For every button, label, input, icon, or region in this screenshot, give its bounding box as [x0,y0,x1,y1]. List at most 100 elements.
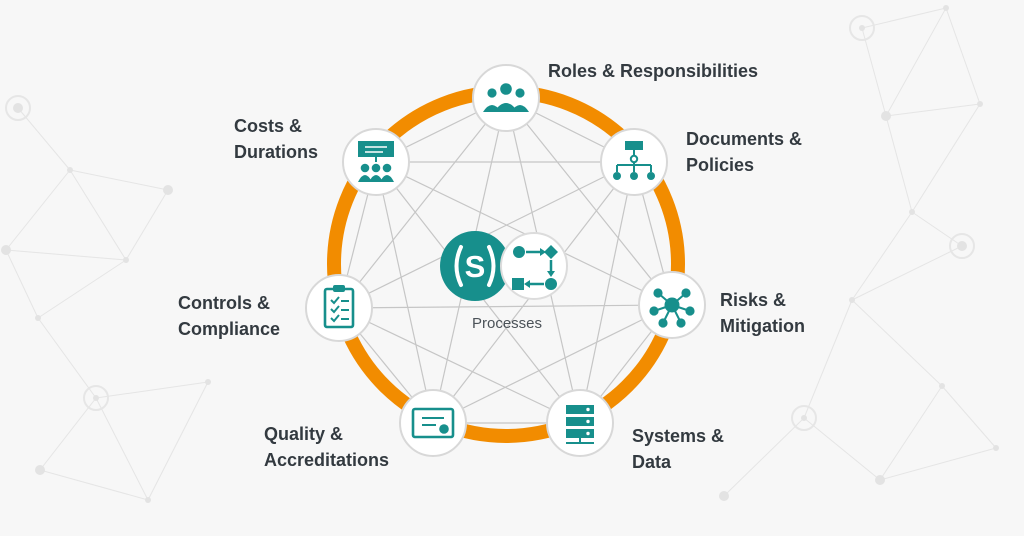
background-node [35,315,41,321]
background-link [885,115,913,213]
background-ring [949,233,975,259]
background-node [943,5,949,11]
background-node [977,101,983,107]
audience-body [369,175,383,182]
label-costs: Costs & Durations [234,113,318,165]
person-body [511,105,529,112]
label-controls: Controls & Compliance [178,290,280,342]
node-documents [600,128,668,196]
node-circle [305,274,373,342]
label-quality: Quality & Accreditations [264,421,389,473]
person-body [494,103,518,112]
server-unit [566,405,594,414]
network-node [681,288,691,298]
background-link [879,385,943,481]
org-top-box [625,141,643,150]
network-node [676,318,686,328]
label-controls-line-2: Compliance [178,319,281,339]
check-mark [330,296,340,305]
certificate-frame [411,407,455,439]
label-costs-line-1: Costs & [234,116,303,136]
person-head [515,88,525,98]
label-systems-line-2: Data [632,452,672,472]
background-link [851,299,943,387]
background-link [945,7,981,105]
background-link [803,417,881,481]
label-costs-line-2: Durations [234,142,319,162]
org-child-node [630,172,638,180]
server-unit [566,417,594,426]
flow-box-node [512,278,524,290]
node-risks [638,271,706,339]
background-link [879,447,997,481]
background-node [957,241,967,251]
connection-line [375,161,434,424]
audience-head [360,163,370,173]
flow-start-node [513,246,525,258]
background-node [205,379,211,385]
label-risks: Risks & Mitigation [720,287,805,339]
node-quality [399,389,467,457]
flow-arrowhead-down [547,271,555,277]
node-roles [472,64,540,132]
background-link [941,385,997,449]
node-controls [305,274,373,342]
background-ring [83,385,109,411]
background-link [885,7,947,117]
background-ring [791,405,817,431]
certificate-icon [411,407,455,439]
background-node [939,383,945,389]
background-link [125,189,169,261]
connection-line [375,161,673,306]
process-flow-icon [500,232,568,300]
background-link [37,259,127,319]
background-node [875,475,885,485]
background-link [911,211,963,247]
network-node [649,306,659,316]
label-quality-line-1: Quality & [264,424,344,444]
presentation-icon [358,141,394,182]
connection-line [432,304,673,424]
label-documents-line-1: Documents & [686,129,803,149]
network-node [658,318,668,328]
background-link [851,245,963,301]
logo-s-letter: S [465,249,486,284]
flow-arrowhead-left [524,280,530,288]
background-link [69,169,127,261]
logo-right-bracket [487,245,496,287]
server-unit [566,429,594,438]
people-icon [483,83,529,112]
certificate-seal [439,424,449,434]
connection-line [505,97,673,306]
background-node [801,415,807,421]
audience-head [371,163,381,173]
connection-line [338,304,673,309]
background-link [911,103,981,213]
background-node [145,497,151,503]
node-circle [399,389,467,457]
background-link [147,381,209,501]
org-center-node [629,154,639,164]
background-node [67,167,73,173]
s-logo-icon [440,231,510,301]
label-systems-line-1: Systems & [632,426,725,446]
connection-line [338,97,507,309]
label-documents-line-2: Policies [686,155,755,175]
background-link [803,299,853,419]
background-ring [5,95,31,121]
background-node [719,491,729,501]
person-head [487,88,497,98]
label-documents: Documents & Policies [686,126,802,178]
connection-line [338,307,581,424]
background-link [95,397,149,501]
background-link [723,417,805,497]
background-node [35,465,45,475]
network-icon [649,288,695,328]
logo-left-bracket [454,245,463,287]
background-node [909,209,915,215]
background-link [95,381,209,399]
server-led [586,419,590,424]
